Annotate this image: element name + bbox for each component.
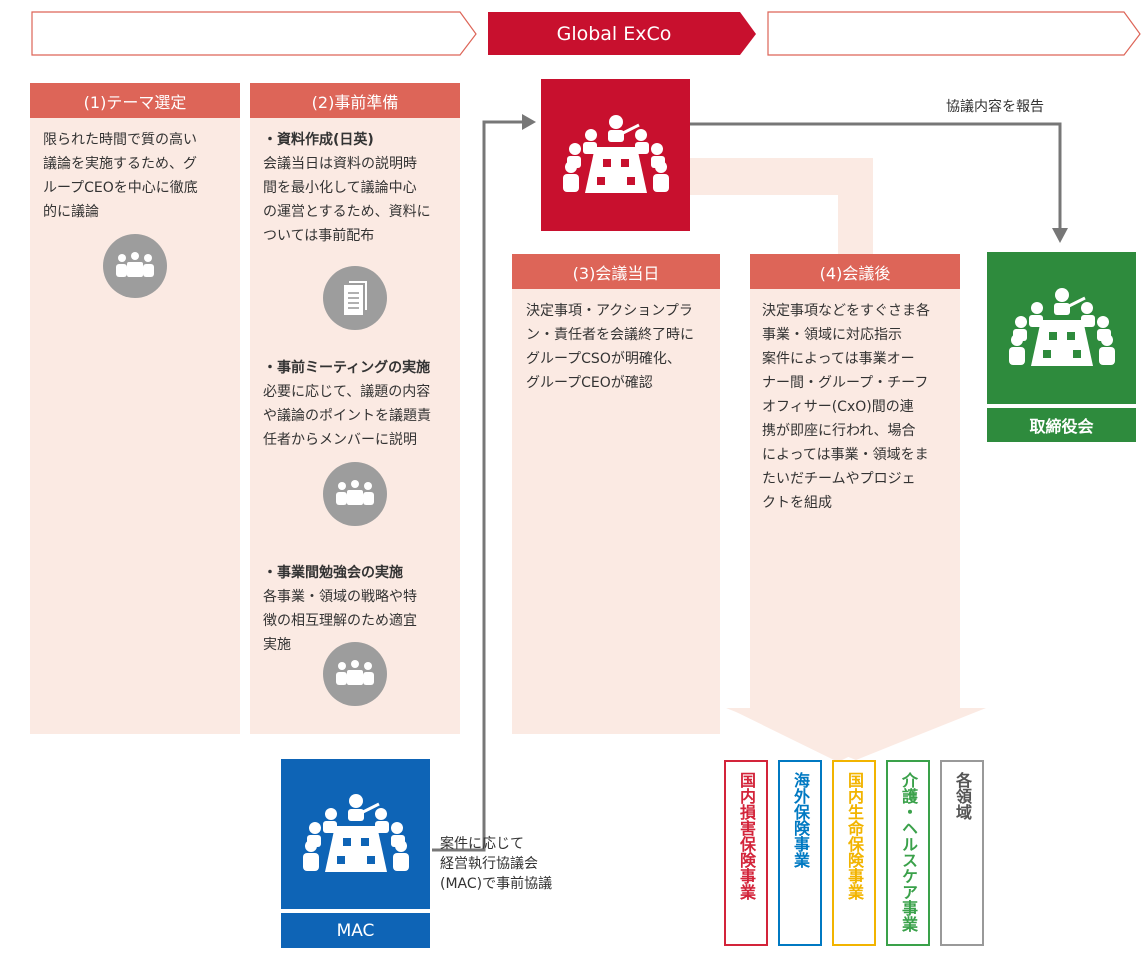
col2-header: (2)事前準備 [250, 83, 460, 118]
right-chevron-box [767, 11, 1141, 56]
top-banner [31, 11, 1141, 56]
col3-text: 決定事項・アクションプラ ン・責任者を会議終了時に グループCSOが明確化、 グ… [526, 303, 694, 391]
business-tab-domestic-pc: 国内損害保険事業 [724, 760, 768, 946]
col2-section2: ・事前ミーティングの実施 必要に応じて、議題の内容 や議論のポイントを議題責 任… [263, 360, 431, 448]
meeting-icon [302, 794, 409, 872]
exco-meeting-box [541, 79, 690, 231]
col4-text: 決定事項などをすぐさま各 事業・領域に対応指示 案件によっては事業オー ナー間・… [762, 303, 930, 511]
exco-label: Global ExCo [556, 22, 672, 45]
business-tab-overseas: 海外保険事業 [778, 760, 822, 946]
board-report-note: 協議内容を報告 [946, 99, 1044, 115]
mac-to-exco-line [432, 120, 522, 852]
mac-meeting-box [281, 759, 430, 909]
mac-label: MAC [281, 913, 430, 948]
col3-header: (3)会議当日 [512, 254, 720, 289]
down-arrow-shape [726, 708, 986, 760]
left-chevron-box [31, 11, 477, 56]
mac-arrow-head [522, 114, 536, 130]
document-icon [323, 266, 387, 330]
meeting-icon [562, 115, 669, 193]
business-tab-domestic-life: 国内生命保険事業 [832, 760, 876, 946]
board-meeting-box [987, 252, 1136, 404]
col2-section3: ・事業間勉強会の実施 各事業・領域の戦略や特 徴の相互理解のため適宜 実施 [263, 565, 417, 653]
people-icon [323, 642, 387, 706]
col4-panel [750, 254, 960, 709]
mac-note: 案件に応じて 経営執行協議会 (MAC)で事前協議 [440, 836, 553, 892]
pale-band-vertical [838, 158, 873, 254]
people-icon [103, 234, 167, 298]
board-arrow-head [1052, 228, 1068, 243]
exco-chevron-box [488, 12, 756, 55]
col2-panel [250, 83, 460, 734]
col1-header: (1)テーマ選定 [30, 83, 240, 118]
col3-panel [512, 254, 720, 734]
exco-to-board-line [690, 122, 1062, 228]
board-label: 取締役会 [987, 408, 1136, 442]
col1-panel [30, 83, 240, 734]
meeting-icon [1008, 288, 1115, 366]
col1-text: 限られた時間で質の高い 議論を実施するため、グ ループCEOを中心に徹底 的に議… [43, 132, 198, 220]
col4-header: (4)会議後 [750, 254, 960, 289]
business-tab-nursing: 介護・ヘルスケア事業 [886, 760, 930, 946]
business-tab-other: 各領域 [940, 760, 984, 946]
people-icon [323, 462, 387, 526]
col2-section1: ・資料作成(日英) 会議当日は資料の説明時 間を最小化して議論中心 の運営とする… [263, 132, 431, 244]
